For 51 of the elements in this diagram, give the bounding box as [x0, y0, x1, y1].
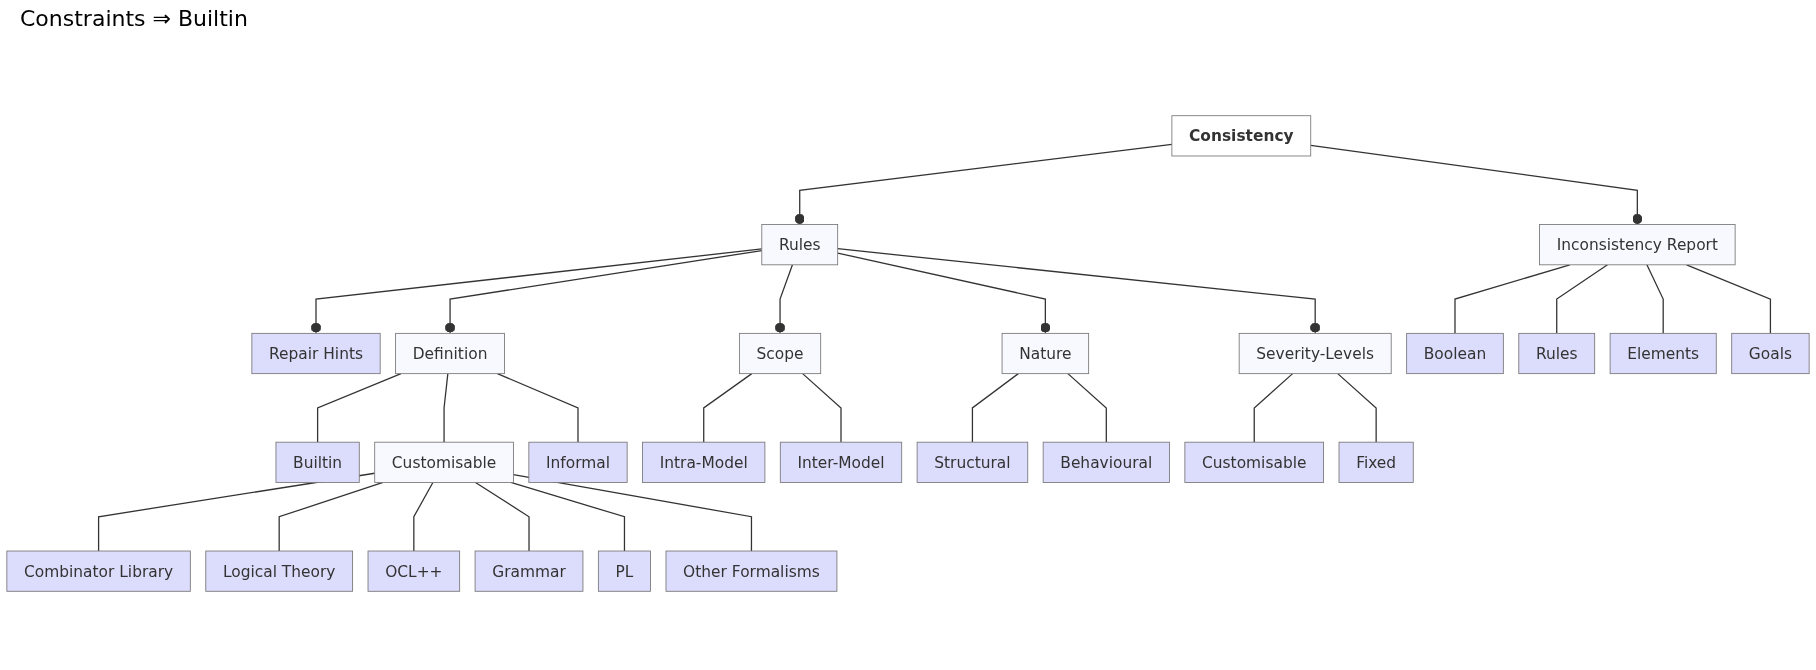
node-box: Elements [1609, 332, 1717, 375]
node-box: Behavioural [1042, 441, 1170, 483]
connector [316, 373, 402, 443]
connector [1685, 264, 1772, 334]
connector [496, 373, 579, 443]
connector [801, 373, 842, 443]
connector [413, 481, 434, 552]
node-box: Rules [1518, 332, 1596, 375]
connector [837, 248, 1321, 334]
connector [1556, 264, 1609, 334]
node-box: Grammar [474, 550, 584, 592]
connector [837, 252, 1051, 334]
node-box: Inter-Model [779, 441, 903, 483]
node-box: Severity-Levels [1238, 332, 1392, 375]
connector [1253, 373, 1294, 443]
connector [444, 249, 763, 334]
node-box: OCL++ [367, 550, 461, 592]
connector [1454, 264, 1571, 334]
node-box: Customisable [374, 441, 514, 483]
node-box: Rules [761, 224, 839, 266]
node-box: Inconsistency Report [1539, 224, 1736, 266]
connector [510, 481, 626, 552]
node-box: Structural [916, 441, 1029, 483]
connector [703, 373, 753, 443]
connector [794, 143, 1173, 226]
connector [474, 481, 530, 552]
node-box: Customisable [1184, 441, 1324, 483]
connector [971, 373, 1019, 443]
connector [1310, 144, 1643, 226]
node-box: Informal [528, 441, 628, 483]
node-box: Intra-Model [642, 441, 766, 483]
node-box: Fixed [1338, 441, 1414, 483]
connector [1337, 373, 1377, 443]
node-box: Boolean [1406, 332, 1504, 375]
node-box: Logical Theory [205, 550, 353, 592]
node-box: Goals [1731, 332, 1810, 375]
connector [774, 264, 794, 334]
node-box: Definition [395, 332, 505, 375]
node-box: Nature [1001, 332, 1090, 375]
note-text: Constraints ⇒ Builtin [20, 6, 248, 31]
connector [310, 248, 763, 334]
connector [1646, 264, 1664, 334]
connector [1067, 373, 1107, 443]
node-box: Builtin [275, 441, 360, 483]
node-box: Other Formalisms [665, 550, 838, 592]
node-box: Combinator Library [6, 550, 191, 592]
node-box: PL [597, 550, 651, 592]
node-box: Consistency [1171, 115, 1312, 157]
connector [443, 373, 449, 443]
node-box: Repair Hints [251, 332, 381, 375]
node-box: Scope [739, 332, 822, 375]
